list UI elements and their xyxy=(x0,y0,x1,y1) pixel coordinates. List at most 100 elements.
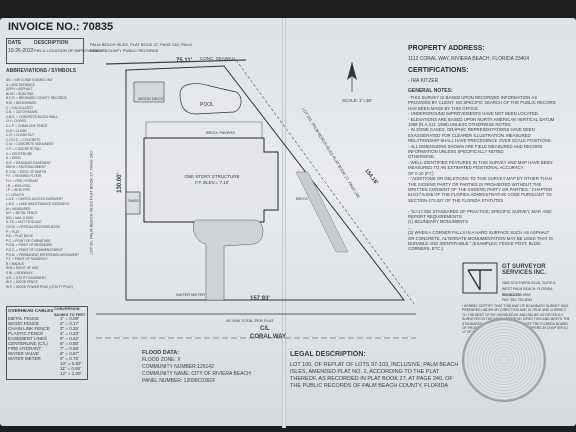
abbreviation-item: ENCH = ENCROACHMENT xyxy=(6,165,46,170)
abbreviation-item: CH = CHORD xyxy=(6,119,26,124)
abbreviation-item: P.T. = POINT OF TANGENCY xyxy=(6,257,49,262)
flood-zone: FLOOD ZONE: X xyxy=(142,357,181,363)
flood-community-name: COMMUNITY NAME: CITY OF RIVIERA BEACH xyxy=(142,371,251,377)
abbreviation-item: C.M. = CONCRETE MONUMENT xyxy=(6,142,54,147)
bottom-dimension: 157.93' xyxy=(250,296,270,302)
legend-conversion: 3" = 0.25' xyxy=(60,326,79,331)
company-name: GT SURVEYOR SERVICES INC. xyxy=(502,264,546,276)
legend-conversion: 9" = 0.75' xyxy=(60,356,79,361)
general-notes-label: GENERAL NOTES: xyxy=(408,88,453,94)
pavers-area xyxy=(145,121,263,139)
abbreviation-item: L = LENGTH xyxy=(6,192,25,197)
legal-line: THE PUBLIC RECORDS OF PALM BEACH COUNTY,… xyxy=(290,383,449,389)
legend-conversion: 1" = 0.08' xyxy=(60,316,79,321)
note-line: RELATIONSHIP SHALL HAVE PRECEDENCE OVER … xyxy=(408,138,552,144)
flood-title: FLOOD DATA: xyxy=(142,350,180,356)
abbreviation-item: B.C.R. = BROWARD COUNTY RECORDS xyxy=(6,96,67,101)
abbreviation-item: W.P. = WOOD POWER POLE (UTILITY POLE) xyxy=(6,284,73,289)
top-dimension: 75.11' xyxy=(176,58,193,64)
abbreviation-item: ASPH = ASPHALT xyxy=(6,87,33,92)
note-line: HAS BEEN MADE BY THIS OFFICE. xyxy=(408,105,480,111)
abbreviation-item: C = CALCULATED xyxy=(6,105,33,110)
abbreviation-item: A = ARC DISTANCE xyxy=(6,82,35,87)
legend-box xyxy=(6,306,88,380)
abbreviation-item: C.L.F. = CHAIN LINK FENCE xyxy=(6,123,48,128)
note-line: OR CONCRETE, ALTERNATE MONUMENTATION MAY… xyxy=(408,235,553,241)
note-line: PROVIDED BY CLIENT. NO SPECIFIC SEARCH O… xyxy=(408,100,556,106)
legend-conversion: 5" = 0.42' xyxy=(60,336,79,341)
abbreviation-item: N/D = NAIL & DISK xyxy=(6,215,34,220)
note-line: - UNDERGROUND IMPROVEMENTS HAVE NOT BEEN… xyxy=(408,111,540,117)
note-line: MEASURED TO AN ESTIMATED POSITIONAL ACCU… xyxy=(408,165,524,171)
note-line: REPORT REQUIREMENTS: xyxy=(408,213,463,219)
abbreviation-item: I.P. = IRON PIPE xyxy=(6,188,31,193)
legend-label: PLASTIC FENCE xyxy=(8,331,44,336)
easement-line xyxy=(235,59,415,305)
abbreviation-item: CLR = CLEAR xyxy=(6,128,27,133)
note-line: ... xyxy=(408,224,412,230)
abbreviation-item: F.H. = FIRE HYDRANT xyxy=(6,179,39,184)
note-line: - ALL DIMENSIONS SHOWN ARE FIELD MEASURE… xyxy=(408,143,543,149)
pool xyxy=(179,83,242,115)
abbreviation-item: C.P. = CONCRETE PAD xyxy=(6,146,41,151)
company-address: 1860 SOUTHERN BLVD, SUITE 6 WEST PALM BE… xyxy=(502,281,556,297)
legend-title-b: CONVERSION INCHES TO FEET xyxy=(54,307,86,317)
scale-label: SCALE: 1"=30' xyxy=(342,98,372,103)
date-value: 10-26-2022 xyxy=(8,48,34,54)
note-line: OTHERWISE. xyxy=(408,154,436,160)
note-line: - IN SOME CASES, GRAPHIC REPRESENTATIONS… xyxy=(408,127,535,133)
invoice-number: INVOICE NO.: 70835 xyxy=(8,21,114,33)
site-plan xyxy=(96,59,416,339)
legend-label: WATER VALVE xyxy=(8,351,39,356)
abbreviation-item: D = DEED xyxy=(6,156,21,161)
abbreviation-item: P.C. = POINT OF CURVATURE xyxy=(6,238,51,243)
date-label: DATE xyxy=(8,40,22,46)
abbreviation-item: S.W. = SIDEWALK xyxy=(6,270,33,275)
pool-label: POOL xyxy=(200,102,214,108)
left-dimension: 130.00' xyxy=(116,173,123,193)
abbreviation-item: R/W = RIGHT OF WAY xyxy=(6,266,39,271)
note-line: OF 0.10 (FT.) xyxy=(408,170,434,176)
abbreviation-item: L.A.E. = LIMITED ACCESS EASEMENT xyxy=(6,197,64,202)
abbreviation-item: C.O.N.C. = CONCRETE xyxy=(6,137,41,142)
seawall-line xyxy=(105,59,247,65)
description-value: FIELD LOCATION OF IMPROVEMENTS xyxy=(34,48,107,53)
abbreviation-item: E.O.W. = EDGE OF WATER xyxy=(6,169,47,174)
legend-conversion: 8" = 0.67' xyxy=(60,351,79,356)
legal-line: THEREOF, AS RECORDED IN PLAT BOOK 27, AT… xyxy=(290,376,453,382)
property-address-label: PROPERTY ADDRESS: xyxy=(408,45,485,52)
note-line: DURABLE AND IDENTIFIABLE." (EXAMPLES: FE… xyxy=(408,240,542,246)
shed-label: SHED xyxy=(128,198,140,203)
abbreviation-item: P.O.C. = POINT OF COMMENCEMENT xyxy=(6,247,63,252)
abbreviation-item: C = CENTERLINE xyxy=(6,151,33,156)
seawall-label: CONC. SEAWALL xyxy=(200,56,237,61)
legend-conversion: 11" = 0.92' xyxy=(60,366,82,371)
legend-conversion: 7" = 0.58' xyxy=(60,346,79,351)
abbreviation-item: W.F. = WOOD FENCE xyxy=(6,280,38,285)
abbreviation-item: C.O. = CLEAN OUT xyxy=(6,133,35,138)
surveyor-seal xyxy=(462,318,546,402)
shed xyxy=(125,191,141,215)
legend-conversion: 4" = 0.33' xyxy=(60,331,79,336)
note-line: THE SIGNING PARTY OR PARTIES IS PROHIBIT… xyxy=(408,181,542,187)
abbreviation-item: C.B.S. = CONCRETE BLOCK WALL xyxy=(6,114,58,119)
description-label: DESCRIPTION xyxy=(34,40,69,46)
legal-line: LOT 100, OF REPLAT OF LOTS 97-103, INCLU… xyxy=(290,362,459,368)
abbreviation-item: P = PLAT xyxy=(6,229,20,234)
date-description-box xyxy=(6,38,84,64)
brick-label: BRICK xyxy=(296,196,309,201)
general-notes: - THIS SURVEY IS BASED UPON RECORDED INF… xyxy=(408,95,556,252)
note-line: - ELEVATIONS ARE BASED UPON NORTH AMERIC… xyxy=(408,116,555,122)
note-line: WRITTEN CONSENT OF THE SIGNING PARTY OR … xyxy=(408,186,553,192)
plat-note: PALM BEACH ISLES, PLAT BOOK 27, PAGE 240… xyxy=(90,42,192,53)
abbreviation-item: D.E. = DRAINAGE EASEMENT xyxy=(6,160,51,165)
lot-left-label: LOT 99, PALM BEACH ISLES PLAT BOOK 27, P… xyxy=(88,151,94,255)
abbreviation-item: O.R.B. = OFFICIAL RECORDS BOOK xyxy=(6,225,61,229)
note-line: 61G17-6.005 OF THE FLORIDA ADMINISTRATIV… xyxy=(408,192,552,198)
company-fax: FAX: 561-753-6042 xyxy=(502,298,533,302)
note-line: SECTION 472.027 OF THE FLORIDA STATUTES xyxy=(408,197,504,203)
abbreviation-item: P.B. = PLAT BOOK xyxy=(6,234,34,239)
abbreviation-item: M.F. = METAL FENCE xyxy=(6,211,38,216)
note-line: (2) WHEN A CORNER FALLS IN A HARD SURFAC… xyxy=(408,230,550,236)
